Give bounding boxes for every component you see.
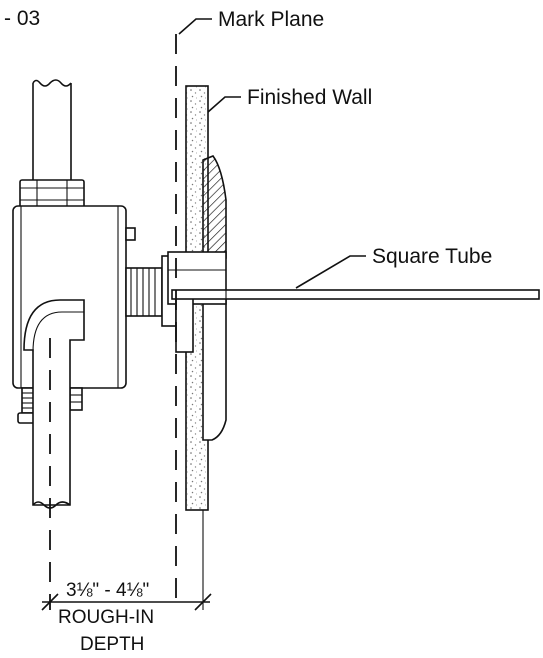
supply-pipe-bottom: [23, 299, 85, 509]
finished-wall-leader: [207, 96, 241, 113]
finished-wall-label: Finished Wall: [247, 86, 372, 109]
dimension-line1: ROUGH-IN: [58, 607, 154, 628]
dimension-value: 3⅛" - 4⅛": [66, 580, 149, 601]
top-coupling-nut: [19, 179, 85, 209]
square-tube-leader: [295, 255, 366, 289]
valve-body: [12, 205, 136, 389]
drawing-code: - 03: [4, 7, 40, 30]
mark-plane-label: Mark Plane: [218, 8, 324, 31]
rough-in-dimension: [41, 593, 212, 611]
trim-escutcheon: [202, 155, 227, 441]
square-tube: [171, 289, 540, 300]
dimension-line2: DEPTH: [80, 634, 144, 655]
mark-plane-leader: [178, 18, 212, 35]
supply-pipe-top: [32, 79, 72, 180]
valve-bottom-nut: [69, 387, 83, 411]
square-tube-label: Square Tube: [372, 245, 492, 268]
